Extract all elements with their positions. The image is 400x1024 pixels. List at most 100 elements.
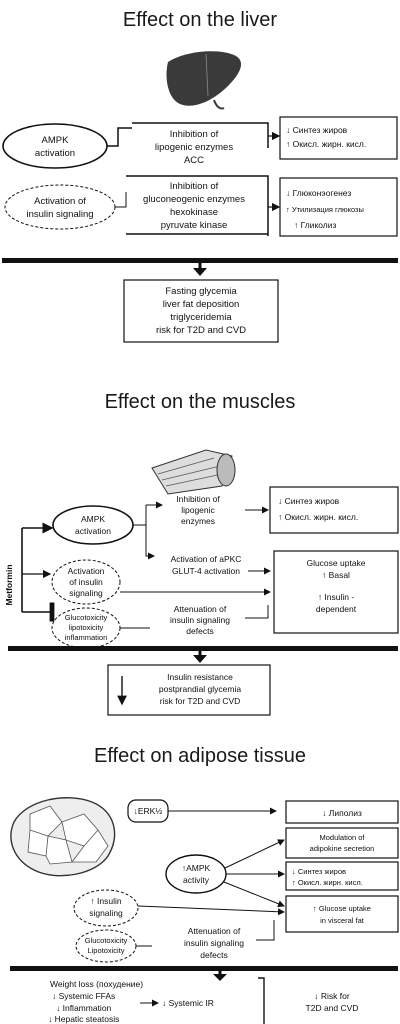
- muscles-gluco-line3: inflammation: [65, 633, 108, 642]
- liver-gluco-line3: hexokinase: [170, 207, 218, 218]
- adipose-arrow-glucose: [223, 881, 285, 908]
- muscles-res1-line1: ↓ Синтез жиров: [278, 496, 340, 506]
- adipose-attenuation-line2: insulin signaling: [184, 938, 244, 948]
- liver-ampk-connector: [107, 127, 132, 147]
- liver-outcome-box: [123, 279, 279, 343]
- muscles-insulin-line1: Activation: [68, 566, 105, 576]
- adipose-ampk-line1: ↑AMPK: [182, 863, 211, 873]
- adipose-down-arrow-head: [213, 974, 227, 981]
- adipose-gluco-line2: Lipotoxicity: [87, 946, 124, 955]
- adipose-res1-line1: ↓ Синтез жиров: [292, 867, 346, 876]
- adipose-arrow-adipokine: [224, 839, 285, 869]
- liver-inhibition-line1: Inhibition of: [170, 129, 219, 140]
- adipose-glucose-line1: ↑ Glucose uptake: [313, 904, 371, 913]
- adipose-attenuation-line3: defects: [200, 950, 227, 960]
- liver-icon: [166, 51, 242, 110]
- muscles-inhibition-line2: lipogenic: [181, 505, 215, 515]
- adipose-glucose-box: [285, 895, 399, 933]
- muscles-ampk-ellipse: [52, 505, 134, 545]
- adipose-title: Effect on adipose tissue: [94, 745, 306, 767]
- liver-ampk-line1: AMPK: [42, 135, 70, 146]
- liver-bracket-mid: [126, 175, 269, 236]
- adipose-bottom-line2: ↓ Systemic FFAs: [52, 991, 115, 1001]
- muscles-attenuation-connector: [245, 605, 269, 619]
- liver-ampk-line2: activation: [35, 148, 75, 159]
- liver-res1-line2: ↑ Окисл. жирн. кисл.: [286, 139, 366, 149]
- adipose-insulin-ellipse: [73, 889, 139, 927]
- adipose-lipoliz-label: ↓ Липолиз: [322, 808, 362, 818]
- liver-insulin-ellipse: [4, 184, 116, 230]
- adipose-bottom-line4: ↓ Hepatic steatosis: [48, 1014, 119, 1024]
- muscles-insulin-line3: signaling: [69, 588, 103, 598]
- adipose-insulin-line2: signaling: [89, 908, 123, 918]
- liver-gluco-line2: gluconeogenic enzymes: [143, 194, 245, 205]
- liver-res1-line1: ↓ Синтез жиров: [286, 125, 348, 135]
- liver-inhibition-line3: ACC: [184, 155, 204, 166]
- adipose-res1-box: [285, 861, 399, 891]
- adipose-adipokine-line1: Modulation of: [319, 833, 365, 842]
- adipose-erk-label: ↓ERK½: [134, 806, 163, 816]
- liver-gluco-line4: pyruvate kinase: [161, 220, 228, 231]
- adipose-insulin-line1: ↑ Insulin: [90, 896, 121, 906]
- adipose-risk-line1: ↓ Risk for: [314, 991, 350, 1001]
- muscles-attenuation-line3: defects: [186, 626, 213, 636]
- liver-gluco-line1: Inhibition of: [170, 181, 219, 192]
- liver-result-box-1: [279, 116, 398, 160]
- muscles-res1-line2: ↑ Окисл. жирн. кисл.: [278, 512, 358, 522]
- adipose-adipokine-box: [285, 827, 399, 859]
- adipose-risk-line2: T2D and CVD: [306, 1003, 359, 1013]
- adipose-adipokine-line2: adipokine secretion: [310, 844, 375, 853]
- liver-down-arrow-head: [193, 268, 207, 276]
- liver-bracket-top: [132, 122, 269, 148]
- muscles-insulin-ellipse: [51, 559, 121, 605]
- muscles-outcome-line1: Insulin resistance: [167, 672, 233, 682]
- adipose-ampk-line2: activity: [183, 875, 210, 885]
- muscles-outcome-line3: risk for T2D and CVD: [160, 696, 241, 706]
- liver-res2-line1: ↓ Глюконэогенез: [286, 188, 351, 198]
- adipose-attenuation-line1: Attenuation of: [188, 926, 241, 936]
- muscles-result-box-1: [269, 486, 399, 534]
- muscles-outcome-box: [107, 664, 271, 716]
- adipose-lipoliz-box: [285, 800, 399, 824]
- muscles-metformin-label: Metformin: [4, 564, 14, 605]
- liver-ampk-ellipse: [2, 123, 108, 169]
- muscles-apkc-line1: Activation of aPKC: [171, 554, 242, 564]
- muscles-attenuation-line2: insulin signaling: [170, 615, 230, 625]
- muscles-gluco-line2: lipotoxicity: [69, 623, 104, 632]
- liver-outcome-line4: risk for T2D and CVD: [156, 325, 246, 336]
- liver-inhibition-line2: lipogenic enzymes: [155, 142, 233, 153]
- adipose-ampk-ellipse: [165, 854, 227, 894]
- muscles-gluco-line1: Glucotoxicity: [65, 613, 108, 622]
- liver-outcome-line1: Fasting glycemia: [165, 286, 237, 297]
- muscles-insulin-line2: of insulin: [69, 577, 103, 587]
- liver-insulin-connector: [115, 192, 127, 208]
- liver-divider: [2, 258, 398, 263]
- liver-outcome-line3: triglyceridemia: [170, 312, 232, 323]
- muscles-attenuation-line1: Attenuation of: [174, 604, 227, 614]
- muscles-res2-line1: Glucose uptake: [306, 558, 365, 568]
- muscles-apkc-line2: GLUT-4 activation: [172, 566, 240, 576]
- liver-res2-line3: ↑ Гликолиз: [294, 220, 337, 230]
- muscles-outcome-line2: postprandial glycemia: [159, 684, 241, 694]
- muscle-icon: [151, 449, 236, 495]
- liver-outcome-line2: liver fat deposition: [163, 299, 240, 310]
- liver-insulin-line2: insulin signaling: [26, 209, 93, 220]
- muscles-down-arrow-head: [193, 655, 207, 663]
- muscles-divider: [8, 646, 398, 651]
- liver-res2-line2: ↑ Утилизация глюкозы: [286, 205, 364, 214]
- liver-title: Effect on the liver: [123, 9, 278, 31]
- muscles-result-box-2: [273, 550, 399, 634]
- adipose-tissue-icon: [10, 797, 116, 877]
- muscles-ampk-line1: AMPK: [81, 514, 105, 524]
- muscles-res2-line3: ↑ Insulin -: [318, 592, 355, 602]
- muscles-arrow-apkc: [145, 525, 155, 560]
- adipose-glucose-line2: in visceral fat: [320, 916, 365, 925]
- adipose-arrow-insulin: [137, 905, 285, 916]
- muscles-res2-line4: dependent: [316, 604, 357, 614]
- muscles-inhibition-line3: enzymes: [181, 516, 215, 526]
- adipose-res1-line2: ↑ Окисл. жирн. кисл.: [292, 878, 363, 887]
- adipose-bottom-line3: ↓ Inflammation: [56, 1003, 112, 1013]
- adipose-divider: [10, 966, 398, 971]
- muscles-ampk-branch: [133, 505, 147, 526]
